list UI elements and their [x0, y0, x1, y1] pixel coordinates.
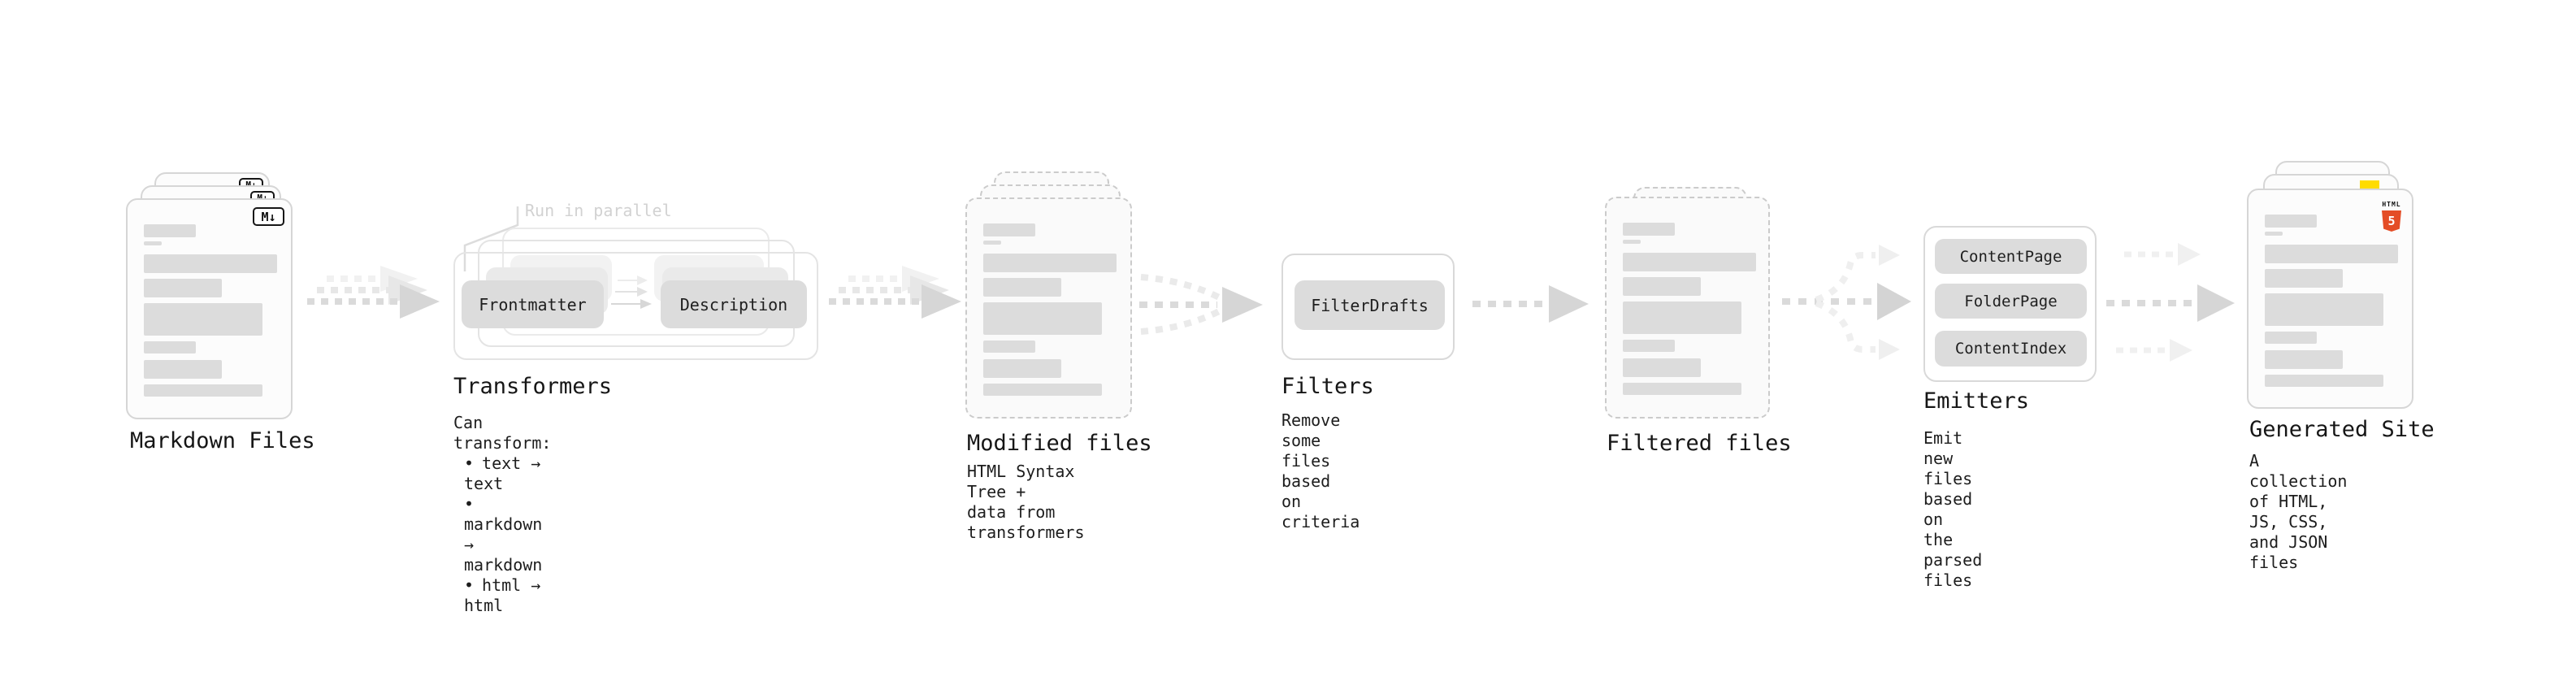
text-line-placeholder: [144, 224, 196, 237]
text-line-placeholder: [983, 278, 1061, 297]
text-line-placeholder: [2265, 269, 2343, 288]
text-line-placeholder: [983, 241, 1001, 245]
text-line-placeholder: [1623, 253, 1756, 271]
stage-description: A collection of HTML, JS, CSS, and JSON …: [2249, 451, 2348, 572]
text-line-placeholder: [2265, 332, 2317, 344]
stage-label: Modified files: [967, 431, 1152, 456]
stage-label: Emitters: [1923, 388, 2030, 414]
text-line-placeholder: [983, 254, 1117, 272]
stage-description: HTML Syntax Tree + data from transformer…: [967, 462, 1085, 542]
filters-panel: FilterDrafts: [1281, 254, 1455, 360]
list-item: •text → text: [453, 453, 551, 494]
text-line-placeholder: [983, 359, 1061, 378]
arrow-filtered-to-emitters: [1782, 245, 1911, 360]
text-line-placeholder: [2265, 293, 2383, 326]
text-line-placeholder: [144, 303, 262, 336]
html5-icon-label: HTML: [2382, 201, 2401, 208]
document-card-front: [1605, 197, 1770, 419]
stage-description: Emit new files based on the parsed files: [1923, 428, 1983, 590]
html5-icon-shield: 5: [2382, 210, 2401, 232]
transformer-chip-frontmatter: Frontmatter: [462, 280, 604, 328]
bullet-icon: •: [464, 453, 475, 473]
stage-label: Filtered files: [1607, 431, 1792, 456]
filter-chip-filterdrafts: FilterDrafts: [1295, 280, 1445, 330]
document-card-front: [965, 197, 1132, 419]
text-line-placeholder: [1623, 383, 1741, 395]
text-line-placeholder: [1623, 223, 1675, 236]
text-line-placeholder: [144, 384, 262, 397]
transformer-chip-description: Description: [661, 280, 807, 328]
text-line-placeholder: [144, 341, 196, 354]
stage-label: Transformers: [453, 374, 613, 399]
text-line-placeholder: [144, 254, 277, 273]
list-item-text: text → text: [464, 453, 541, 493]
list-item: •markdown → markdown: [453, 494, 551, 575]
bullet-icon: •: [464, 575, 475, 595]
text-line-placeholder: [983, 223, 1035, 236]
emitter-chip-folderpage: FolderPage: [1935, 284, 2087, 319]
arrow-emitters-to-site: [2106, 243, 2235, 362]
text-line-placeholder: [1623, 301, 1741, 334]
transformer-group-box-front: [453, 252, 818, 360]
arrow-frontmatter-to-description: [611, 275, 652, 309]
list-item-text: html → html: [464, 575, 541, 615]
document-card-front: M↓: [126, 198, 293, 419]
text-line-placeholder: [1623, 277, 1701, 296]
emitter-chip-contentindex: ContentIndex: [1935, 331, 2087, 367]
text-line-placeholder: [2265, 350, 2343, 369]
text-line-placeholder: [983, 384, 1102, 396]
list-item-text: markdown → markdown: [464, 514, 543, 575]
html5-icon-number: 5: [2387, 214, 2396, 228]
text-line-placeholder: [1623, 240, 1641, 244]
text-line-placeholder: [1623, 340, 1675, 352]
text-line-placeholder: [144, 279, 222, 297]
text-line-placeholder: [2265, 232, 2283, 236]
emitters-panel: ContentPage FolderPage ContentIndex: [1923, 226, 2097, 382]
text-line-placeholder: [1623, 358, 1701, 377]
arrow-markdown-to-transformers: [307, 266, 440, 319]
list-intro: Can transform:: [453, 413, 552, 453]
document-card-front: HTML 5: [2247, 189, 2413, 409]
text-line-placeholder: [144, 360, 222, 379]
text-line-placeholder: [983, 302, 1102, 335]
text-line-placeholder: [2265, 245, 2398, 263]
run-in-parallel-annotation: Run in parallel: [525, 201, 672, 220]
list-item: •html → html: [453, 575, 551, 616]
text-line-placeholder: [983, 340, 1035, 353]
arrow-modified-to-filters: [1139, 274, 1263, 335]
arrow-transformers-to-modified: [829, 266, 961, 319]
emitter-chip-contentpage: ContentPage: [1935, 239, 2087, 274]
text-line-placeholder: [2265, 215, 2317, 228]
html5-icon: HTML 5: [2381, 194, 2402, 232]
stage-label: Generated Site: [2249, 417, 2435, 442]
stage-description: Remove some files based on criteria: [1281, 410, 1360, 531]
transformers-capability-list: Can transform: •text → text •markdown → …: [453, 413, 551, 616]
text-line-placeholder: [144, 241, 162, 245]
markdown-icon: M↓: [253, 207, 284, 226]
bullet-icon: •: [464, 494, 475, 514]
arrow-filters-to-filtered: [1472, 285, 1589, 323]
stage-label: Filters: [1281, 374, 1374, 399]
text-line-placeholder: [2265, 375, 2383, 387]
stage-label: Markdown Files: [130, 428, 315, 453]
